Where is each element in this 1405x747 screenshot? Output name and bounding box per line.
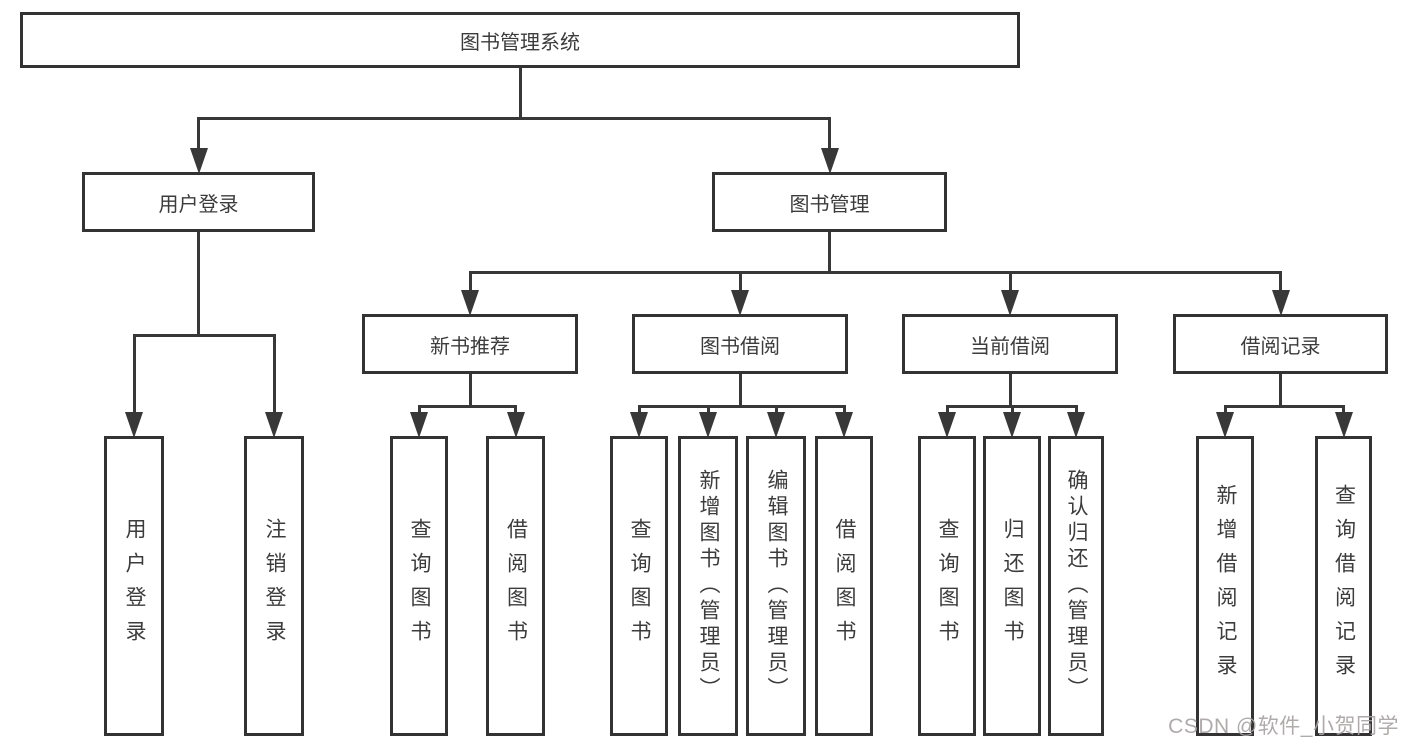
connector-line bbox=[417, 406, 421, 416]
arrow-down-icon bbox=[767, 412, 785, 438]
node-book-management-system: 图书管理系统 bbox=[20, 12, 1020, 68]
connector-line bbox=[518, 68, 522, 118]
connector-line bbox=[514, 406, 517, 416]
connector-line bbox=[132, 333, 276, 337]
node-bw-query-books: 查询图书 bbox=[610, 436, 668, 736]
node-user-login-branch: 用户登录 bbox=[82, 172, 315, 232]
node-bw-add-books-admin: 新增图书（管理员） bbox=[678, 436, 738, 736]
arrow-down-icon bbox=[125, 412, 143, 438]
arrow-down-icon bbox=[938, 412, 956, 438]
connector-line bbox=[1223, 406, 1227, 416]
connector-line bbox=[468, 272, 472, 294]
node-rc-query-record: 查询借阅记录 bbox=[1315, 436, 1372, 736]
connector-line bbox=[1008, 374, 1012, 406]
connector-line bbox=[1342, 406, 1345, 416]
arrow-down-icon bbox=[699, 412, 717, 438]
arrow-down-icon bbox=[1271, 290, 1290, 316]
connector-line bbox=[197, 118, 200, 152]
node-logout: 注销登录 bbox=[244, 436, 304, 736]
arrow-down-icon bbox=[410, 412, 428, 438]
connector-line bbox=[637, 406, 641, 416]
node-book-borrowing: 图书借阅 bbox=[632, 314, 848, 374]
node-user-login-leaf: 用户登录 bbox=[104, 436, 164, 736]
arrow-down-icon bbox=[1216, 412, 1234, 438]
node-borrowing-records: 借阅记录 bbox=[1173, 314, 1388, 374]
connector-line bbox=[828, 118, 831, 152]
arrow-down-icon bbox=[820, 148, 839, 174]
connector-line bbox=[197, 232, 200, 335]
connector-line bbox=[828, 232, 831, 272]
connector-line bbox=[272, 335, 276, 416]
connector-line bbox=[468, 374, 472, 406]
arrow-down-icon bbox=[1001, 290, 1019, 316]
connector-line bbox=[132, 335, 136, 416]
arrow-down-icon bbox=[1334, 412, 1353, 438]
connector-line bbox=[706, 406, 710, 416]
connector-line bbox=[468, 270, 1282, 274]
node-cu-query-books: 查询图书 bbox=[918, 436, 976, 736]
arrow-down-icon bbox=[1003, 412, 1021, 438]
connector-line bbox=[1074, 406, 1078, 416]
connector-line bbox=[637, 404, 846, 408]
node-rc-add-record: 新增借阅记录 bbox=[1196, 436, 1254, 736]
node-nb-query-books: 查询图书 bbox=[390, 436, 448, 736]
node-new-book-recommend: 新书推荐 bbox=[362, 314, 578, 374]
watermark: CSDN @软件_小贺同学 bbox=[1168, 715, 1399, 738]
arrow-down-icon bbox=[630, 412, 648, 438]
connector-line bbox=[842, 406, 846, 416]
connector-line bbox=[738, 374, 742, 406]
node-bw-borrow-books: 借阅图书 bbox=[815, 436, 873, 736]
arrow-down-icon bbox=[189, 148, 208, 174]
arrow-down-icon bbox=[731, 290, 749, 316]
arrow-down-icon bbox=[835, 412, 853, 438]
connector-line bbox=[1223, 404, 1345, 408]
connector-line bbox=[1279, 374, 1282, 406]
connector-line bbox=[738, 272, 742, 294]
connector-line bbox=[774, 406, 778, 416]
connector-line bbox=[197, 116, 831, 120]
connector-line bbox=[1010, 406, 1014, 416]
connector-line bbox=[1008, 272, 1012, 294]
node-nb-borrow-books: 借阅图书 bbox=[486, 436, 545, 736]
arrow-down-icon bbox=[265, 412, 283, 438]
node-cu-confirm-return-admin: 确认归还（管理员） bbox=[1048, 436, 1104, 736]
node-bw-edit-books-admin: 编辑图书（管理员） bbox=[746, 436, 806, 736]
connector-line bbox=[945, 406, 949, 416]
arrow-down-icon bbox=[506, 412, 525, 438]
node-current-borrowing: 当前借阅 bbox=[902, 314, 1118, 374]
connector-line bbox=[1279, 272, 1282, 294]
node-book-management: 图书管理 bbox=[712, 172, 947, 232]
node-cu-return-books: 归还图书 bbox=[983, 436, 1041, 736]
arrow-down-icon bbox=[461, 290, 479, 316]
connector-line bbox=[417, 404, 517, 408]
arrow-down-icon bbox=[1067, 412, 1085, 438]
